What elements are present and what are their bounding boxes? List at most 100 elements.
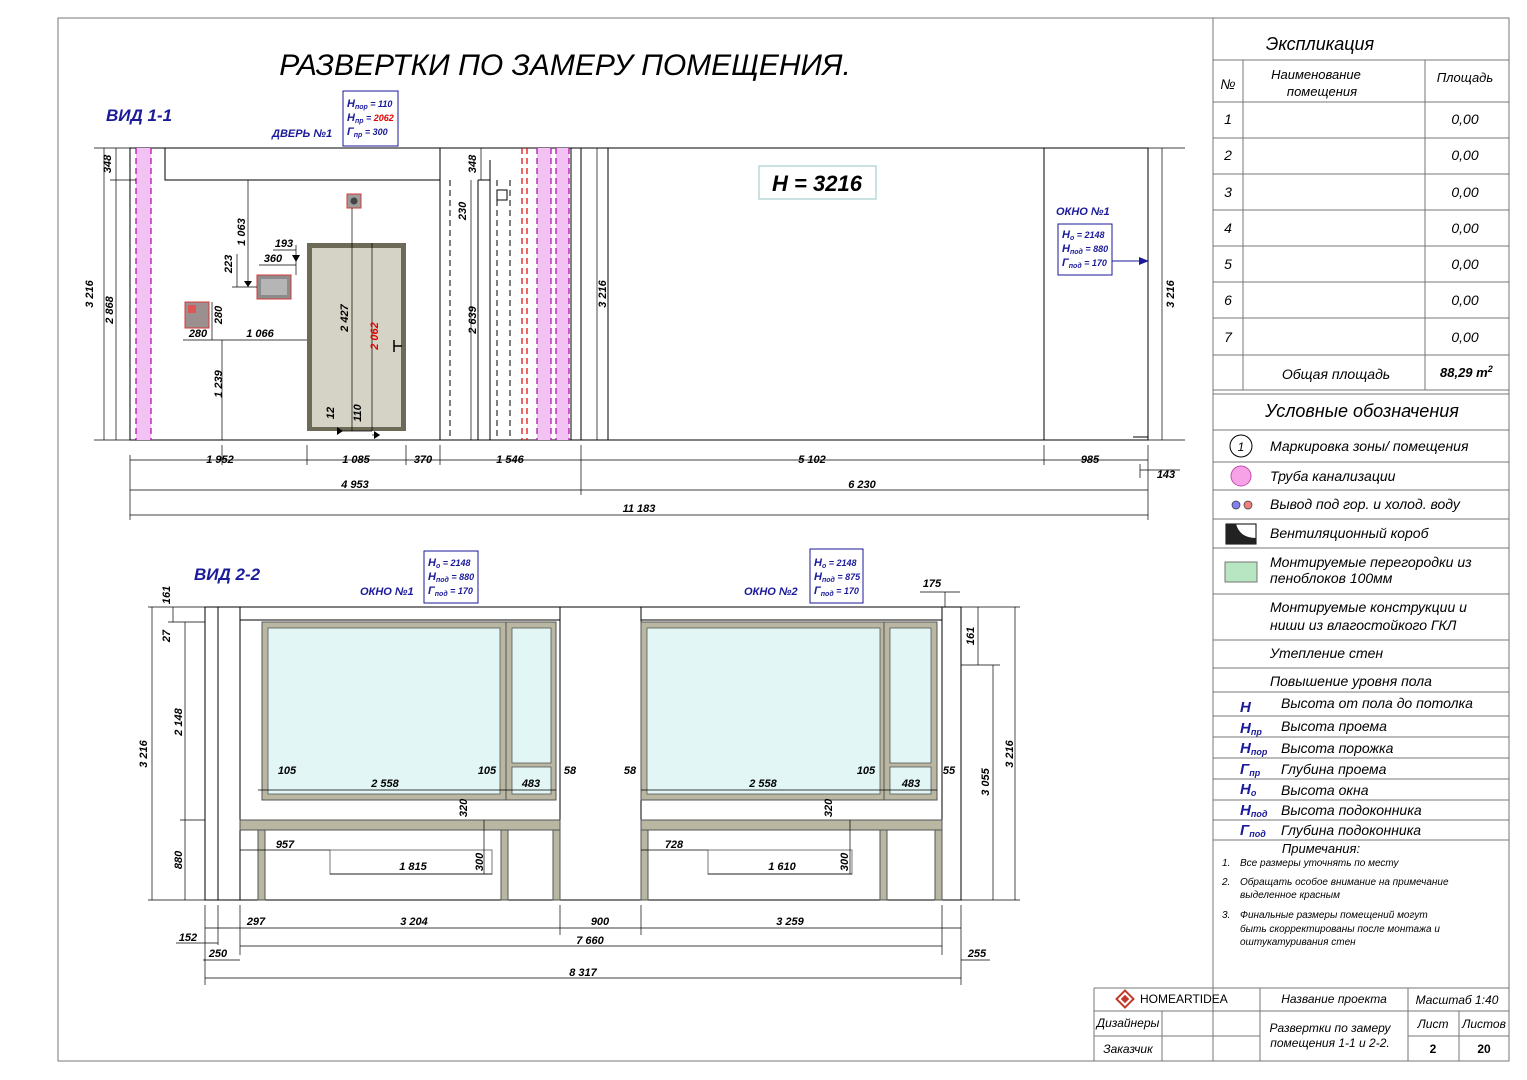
- svg-text:110: 110: [352, 403, 364, 421]
- svg-text:728: 728: [665, 839, 684, 851]
- svg-text:Гпод: Гпод: [1240, 822, 1266, 839]
- svg-text:193: 193: [275, 238, 293, 250]
- foam-block-icon: [1224, 561, 1258, 583]
- svg-text:483: 483: [521, 778, 540, 790]
- ceiling-height-text: H = 3216: [772, 171, 863, 196]
- svg-text:выделенное красным: выделенное красным: [1240, 890, 1340, 901]
- abbreviation-list: Н Высота от пола до потолка Нпр Высота п…: [1240, 695, 1473, 839]
- row-area: 0,00: [1451, 256, 1478, 272]
- svg-text:Высота проема: Высота проема: [1281, 718, 1387, 734]
- svg-text:Вывод под гор. и холод. воду: Вывод под гор. и холод. воду: [1270, 496, 1461, 512]
- svg-text:320: 320: [458, 798, 470, 817]
- hot-water-icon: [1243, 500, 1253, 510]
- sheet-description-2: помещения 1-1 и 2-2.: [1270, 1036, 1389, 1050]
- svg-text:985: 985: [1081, 454, 1100, 466]
- svg-text:Нпод: Нпод: [1240, 802, 1268, 819]
- door-label: ДВЕРЬ №1: [271, 128, 332, 140]
- svg-text:27: 27: [161, 629, 173, 643]
- svg-text:8 317: 8 317: [569, 967, 597, 979]
- svg-text:2 868: 2 868: [104, 295, 116, 324]
- svg-text:3 216: 3 216: [138, 739, 150, 767]
- col-area-header: Площадь: [1437, 70, 1494, 85]
- svg-text:Но = 2148: Но = 2148: [814, 557, 857, 570]
- sheet-number: 2: [1430, 1042, 1437, 1056]
- svg-text:880: 880: [173, 850, 185, 869]
- svg-text:Н: Н: [1240, 699, 1252, 716]
- svg-text:105: 105: [278, 765, 297, 777]
- svg-text:1 610: 1 610: [768, 861, 796, 873]
- svg-text:360: 360: [264, 253, 283, 265]
- svg-text:2 639: 2 639: [467, 305, 479, 334]
- svg-text:2 148: 2 148: [173, 707, 185, 736]
- company-name: HOMEARTIDEA: [1140, 992, 1228, 1006]
- svg-text:58: 58: [624, 765, 637, 777]
- sewer-pipe: [556, 148, 569, 440]
- v1-window-label: ОКНО №1: [1056, 206, 1110, 218]
- svg-text:58: 58: [564, 765, 577, 777]
- svg-text:2.: 2.: [1221, 877, 1230, 888]
- svg-text:Вентиляционный короб: Вентиляционный короб: [1270, 525, 1430, 541]
- svg-text:Гпр: Гпр: [1240, 761, 1261, 778]
- svg-text:152: 152: [179, 932, 197, 944]
- svg-text:ниши из влагостойкого ГКЛ: ниши из влагостойкого ГКЛ: [1270, 617, 1457, 633]
- svg-text:175: 175: [923, 578, 942, 590]
- v1-window-spec-box: [1057, 223, 1113, 276]
- sewer-pipe: [537, 148, 551, 440]
- view-1-1: ВИД 1-1 ДВЕРЬ №1 Нпор = 110 Нпр = 2062 Г…: [84, 90, 1185, 520]
- sheet-border: [57, 17, 1510, 1062]
- svg-text:Высота порожка: Высота порожка: [1281, 740, 1394, 756]
- svg-text:300: 300: [839, 852, 851, 871]
- scale-label: Масштаб 1:40: [1416, 993, 1499, 1007]
- title-block: HOMEARTIDEA Название проекта Масштаб 1:4…: [1093, 987, 1509, 1061]
- svg-text:Гпод = 170: Гпод = 170: [814, 585, 859, 598]
- svg-text:Нпр: Нпр: [1240, 720, 1262, 737]
- zone-marker-icon: [1229, 434, 1253, 458]
- legend-items: Маркировка зоны/ помещения Труба канализ…: [1269, 438, 1472, 689]
- svg-text:11 183: 11 183: [623, 503, 656, 515]
- svg-text:250: 250: [208, 948, 228, 960]
- notes-list: 1. Все размеры уточнять по месту 2. Обра…: [1221, 858, 1449, 948]
- window-2-frame: [640, 621, 943, 901]
- notes-title: Примечания:: [1282, 841, 1361, 856]
- sewer-pipe-icon: [1230, 465, 1252, 487]
- svg-text:900: 900: [591, 916, 610, 928]
- svg-text:Обращать особое внимание на пр: Обращать особое внимание на примечание: [1240, 876, 1449, 888]
- svg-text:12: 12: [325, 407, 337, 419]
- svg-text:1 063: 1 063: [236, 218, 248, 246]
- row-no: 6: [1224, 292, 1232, 308]
- drawing-title: РАЗВЕРТКИ ПО ЗАМЕРУ ПОМЕЩЕНИЯ.: [279, 49, 851, 82]
- row-no: 5: [1224, 256, 1232, 272]
- svg-text:Высота от пола до потолка: Высота от пола до потолка: [1281, 695, 1473, 711]
- legend-title: Условные обозначения: [1264, 401, 1459, 421]
- svg-text:1 952: 1 952: [206, 454, 234, 466]
- svg-text:161: 161: [965, 627, 977, 645]
- total-area-label: Общая площадь: [1282, 366, 1390, 382]
- svg-text:280: 280: [213, 305, 225, 325]
- row-area: 0,00: [1451, 292, 1478, 308]
- v1-window-spec-lines: Но = 2148 Нпод = 880 Гпод = 170: [1062, 229, 1108, 270]
- svg-text:1 546: 1 546: [496, 454, 524, 466]
- right-panel: Экспликация № Наименование помещения Пло…: [1213, 34, 1509, 948]
- svg-text:105: 105: [478, 765, 497, 777]
- v2-window1-spec-box: [423, 550, 479, 604]
- v2-window2-spec-lines: Но = 2148 Нпод = 875 Гпод = 170: [814, 557, 861, 598]
- col-name-header-1: Наименование: [1271, 67, 1361, 82]
- door-spec-lines: Нпор = 110 Нпр = 2062 Гпр = 300: [347, 98, 394, 139]
- row-area: 0,00: [1451, 147, 1478, 163]
- svg-text:3 216: 3 216: [1165, 279, 1177, 307]
- svg-text:1 815: 1 815: [399, 861, 427, 873]
- svg-text:370: 370: [414, 454, 433, 466]
- sheets-label: Листов: [1461, 1017, 1506, 1031]
- svg-text:483: 483: [901, 778, 920, 790]
- svg-text:Нпор: Нпор: [1240, 740, 1268, 757]
- svg-text:1 066: 1 066: [246, 328, 274, 340]
- svg-text:223: 223: [223, 255, 235, 274]
- col-name-header-2: помещения: [1287, 84, 1357, 99]
- svg-text:5 102: 5 102: [798, 454, 826, 466]
- project-label: Название проекта: [1281, 992, 1387, 1006]
- svg-text:Нпод = 880: Нпод = 880: [428, 571, 474, 584]
- row-no: 4: [1224, 220, 1232, 236]
- svg-text:230: 230: [457, 201, 469, 221]
- svg-text:7 660: 7 660: [576, 935, 604, 947]
